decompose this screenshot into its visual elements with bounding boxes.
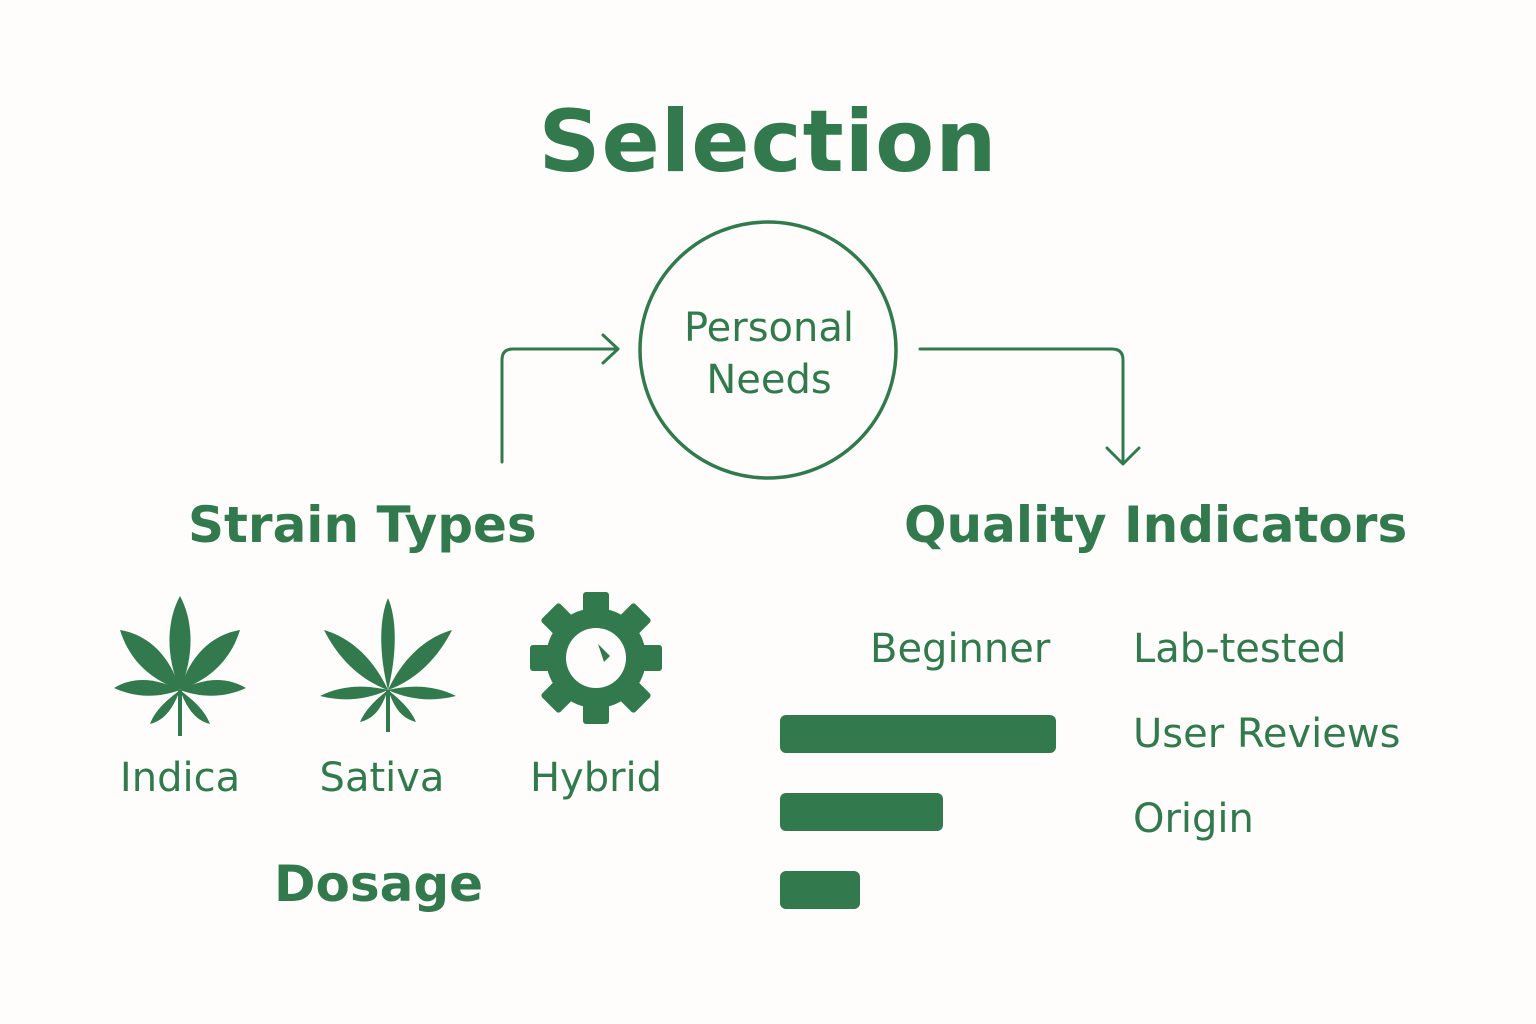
strain-label-indica: Indica [119, 755, 241, 801]
hybrid-gear-icon [530, 592, 662, 724]
personal-needs-label: Personal Needs [640, 302, 898, 406]
strain-label-sativa: Sativa [319, 755, 445, 801]
quality-item-lab-tested: Lab-tested [1133, 626, 1347, 672]
arrow-head-down [1105, 446, 1141, 466]
dosage-bar [780, 793, 943, 831]
dosage-bar [780, 871, 860, 909]
strain-label-hybrid: Hybrid [529, 755, 663, 801]
page-title: Selection [538, 92, 998, 192]
quality-item-user-reviews: User Reviews [1133, 711, 1401, 757]
personal-needs-circle [638, 220, 898, 480]
arrow-head-right [601, 333, 620, 365]
indica-leaf-icon [114, 596, 246, 736]
connector-strain-to-needs [500, 347, 619, 464]
dosage-bar [780, 715, 1056, 753]
connector-needs-to-quality [918, 347, 1125, 464]
dosage-heading: Dosage [274, 855, 484, 913]
dosage-level-label: Beginner [870, 626, 1051, 672]
strain-types-heading: Strain Types [188, 496, 537, 554]
personal-needs-line2: Needs [706, 357, 832, 403]
personal-needs-line1: Personal [683, 305, 855, 351]
quality-indicators-heading: Quality Indicators [904, 496, 1408, 554]
quality-item-origin: Origin [1133, 796, 1254, 842]
sativa-leaf-icon [320, 598, 456, 732]
